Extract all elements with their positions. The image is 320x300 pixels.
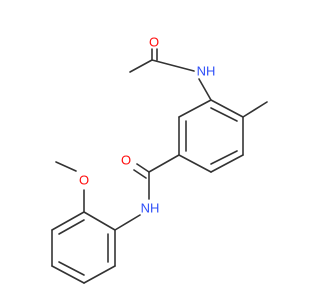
bond-aryl-2 <box>83 265 116 284</box>
bond-ring-carbonyl <box>148 154 180 173</box>
bond-amide-c-o-double <box>133 169 147 179</box>
atom-label-o-acetyl: O <box>149 35 159 50</box>
bond-aryl-5 <box>51 211 85 231</box>
bond-n-ring <box>198 78 212 101</box>
atom-label-nh-acetamido: NH <box>197 64 216 79</box>
bond-ring-4 <box>210 154 244 173</box>
bond-methoxy-methyl <box>55 161 77 172</box>
bond-aryl-3 <box>51 265 85 284</box>
bond-acetyl-c-n <box>151 59 195 72</box>
molecule-structure: O NH O O NH <box>51 35 268 284</box>
bond-ring-6-inner <box>210 107 238 122</box>
bond-amide-c-o <box>136 163 150 173</box>
bond-acetyl-methyl-carbon <box>129 59 153 73</box>
bond-ring-3 <box>178 154 212 173</box>
bond-ring-4-inner <box>210 150 238 165</box>
bond-aryl-5-inner <box>58 219 85 235</box>
atom-label-o-methoxy: O <box>79 173 89 188</box>
bond-ring-1 <box>178 99 212 118</box>
bond-ring-6 <box>210 99 244 118</box>
bond-ring-methyl <box>242 101 268 118</box>
atom-label-nh-amide: NH <box>141 201 160 216</box>
atom-label-o-amide: O <box>121 153 131 168</box>
bond-n-aryl <box>114 214 141 231</box>
bond-aryl-6 <box>83 211 116 231</box>
bond-aryl-3-inner <box>58 261 85 276</box>
